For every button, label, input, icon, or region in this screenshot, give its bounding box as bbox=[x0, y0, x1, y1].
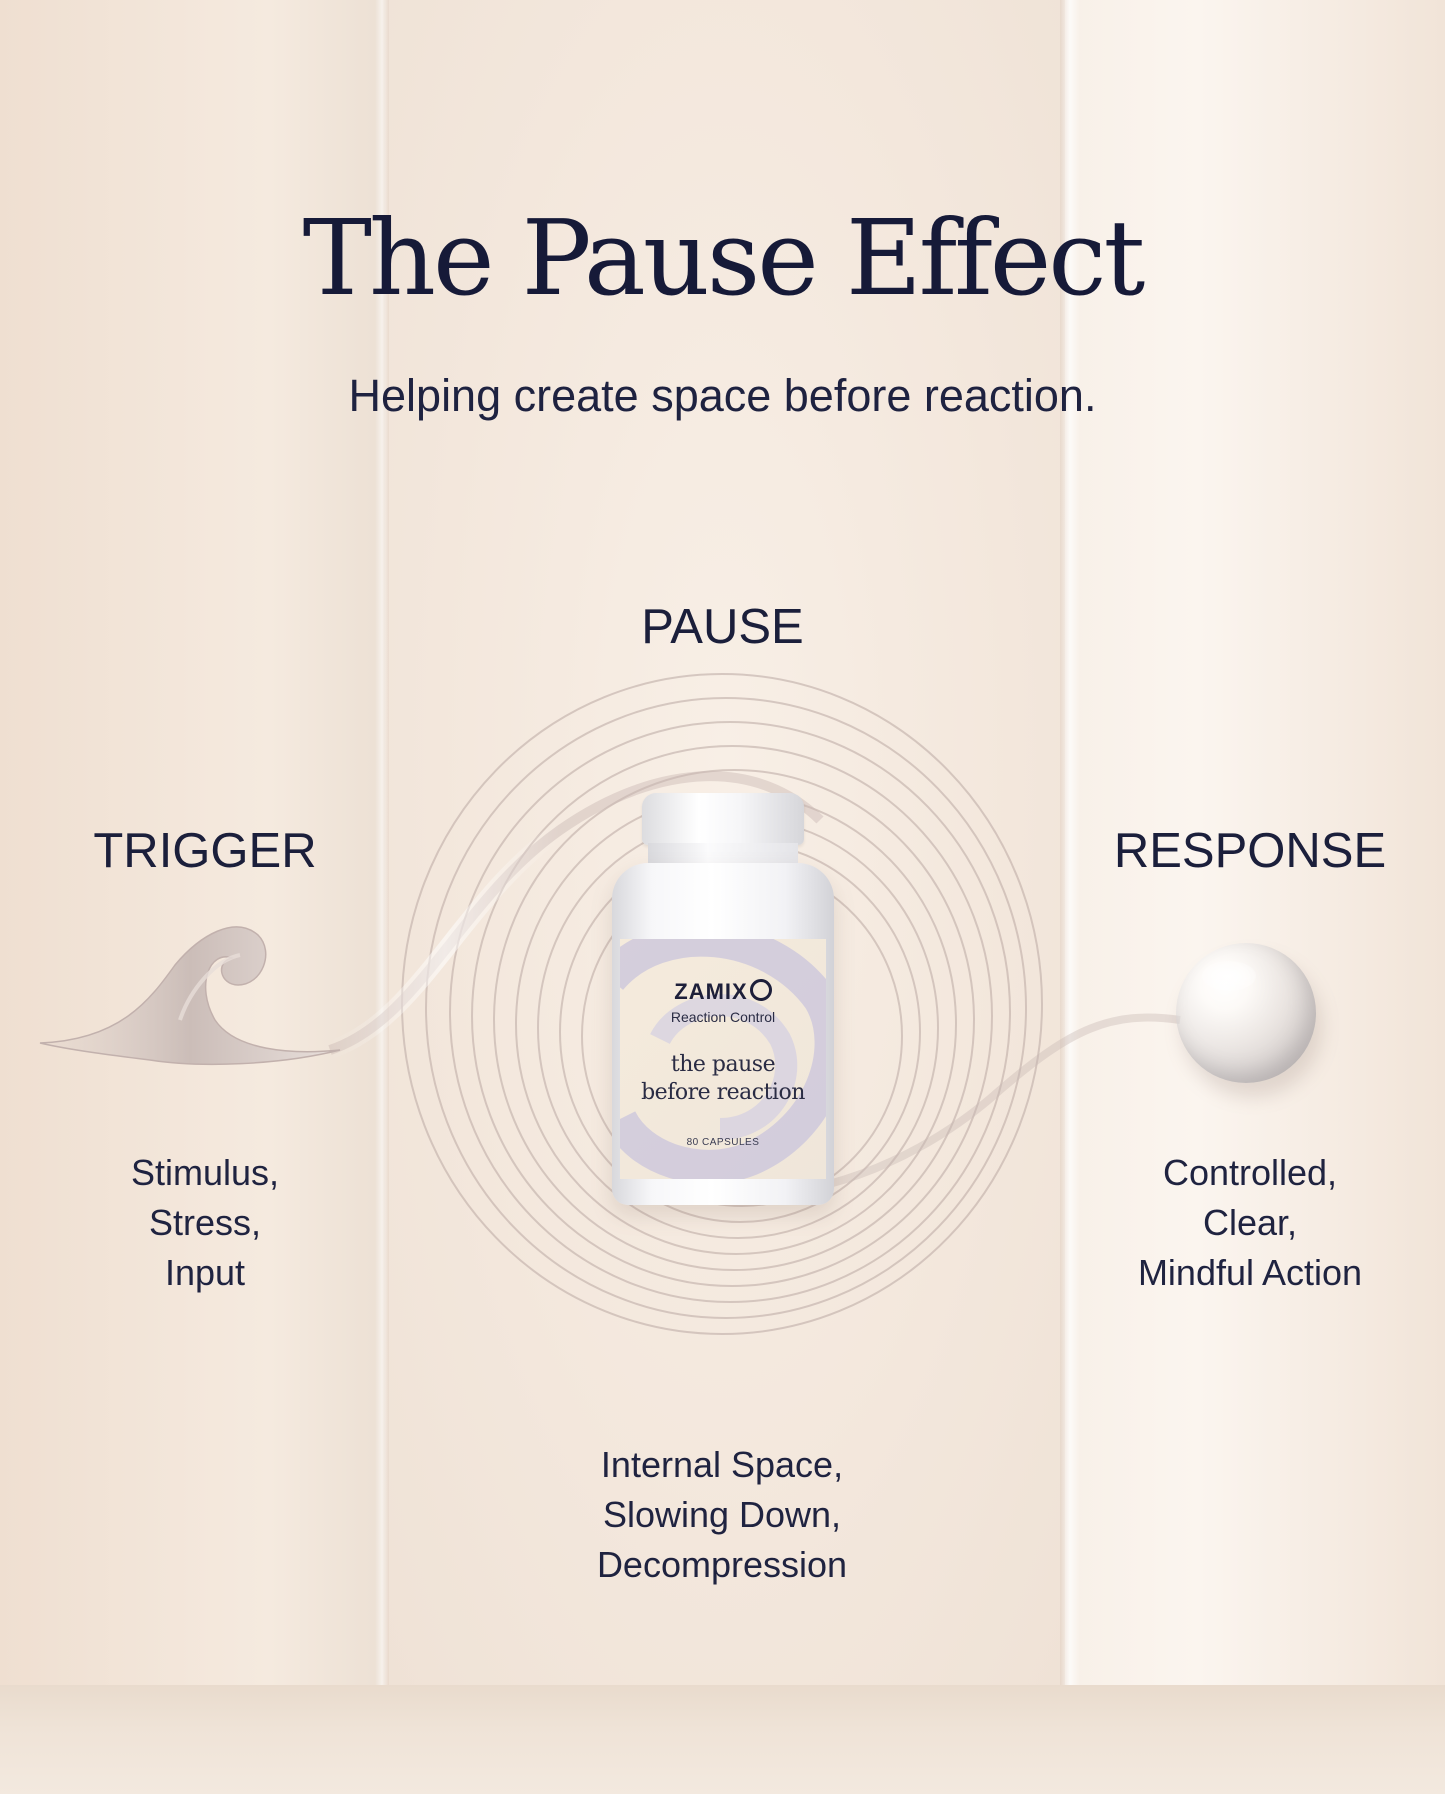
pause-line: Decompression bbox=[596, 1544, 848, 1585]
label-swirl-graphic bbox=[620, 939, 826, 1179]
glass-sphere-icon bbox=[1176, 943, 1316, 1083]
right-wall-panel bbox=[1065, 0, 1445, 1690]
trigger-line: Input bbox=[164, 1252, 246, 1293]
response-description: Controlled, Clear, Mindful Action bbox=[1095, 1148, 1405, 1298]
product-bottle: ZAMIX Reaction Control the pause before … bbox=[612, 793, 834, 1205]
capsule-count: 80 CAPSULES bbox=[686, 1137, 760, 1148]
left-panel-edge bbox=[375, 0, 389, 1690]
response-line: Mindful Action bbox=[1137, 1252, 1363, 1293]
brand-name: ZAMIX bbox=[674, 979, 748, 1004]
product-line: Reaction Control bbox=[670, 1009, 776, 1025]
pause-heading: PAUSE bbox=[641, 600, 804, 654]
tagline-line: the pause bbox=[670, 1052, 776, 1077]
brand-ring-icon bbox=[749, 979, 772, 1001]
left-wall-panel bbox=[0, 0, 385, 1690]
sphere-highlight bbox=[1202, 961, 1256, 991]
pause-description: Internal Space, Slowing Down, Decompress… bbox=[522, 1440, 922, 1590]
pause-line: Internal Space, bbox=[600, 1444, 844, 1485]
page-title: The Pause Effect bbox=[302, 197, 1146, 319]
response-line: Controlled, bbox=[1162, 1152, 1338, 1193]
trigger-line: Stimulus, bbox=[130, 1152, 280, 1193]
product-tagline: the pause before reaction bbox=[620, 1051, 826, 1107]
page-subtitle: Helping create space before reaction. bbox=[348, 370, 1097, 421]
right-panel-edge bbox=[1060, 0, 1080, 1690]
trigger-heading: TRIGGER bbox=[93, 824, 317, 878]
response-heading: RESPONSE bbox=[1113, 824, 1387, 878]
trigger-description: Stimulus, Stress, Input bbox=[70, 1148, 340, 1298]
response-line: Clear, bbox=[1202, 1202, 1298, 1243]
bottle-label: ZAMIX Reaction Control the pause before … bbox=[620, 939, 826, 1179]
brand-wordmark: ZAMIX bbox=[620, 979, 826, 1005]
bottle-cap bbox=[642, 793, 804, 845]
floor bbox=[0, 1685, 1445, 1794]
pause-line: Slowing Down, bbox=[602, 1494, 842, 1535]
tagline-line: before reaction bbox=[641, 1080, 805, 1105]
trigger-line: Stress, bbox=[148, 1202, 262, 1243]
wave-icon bbox=[39, 926, 341, 1066]
